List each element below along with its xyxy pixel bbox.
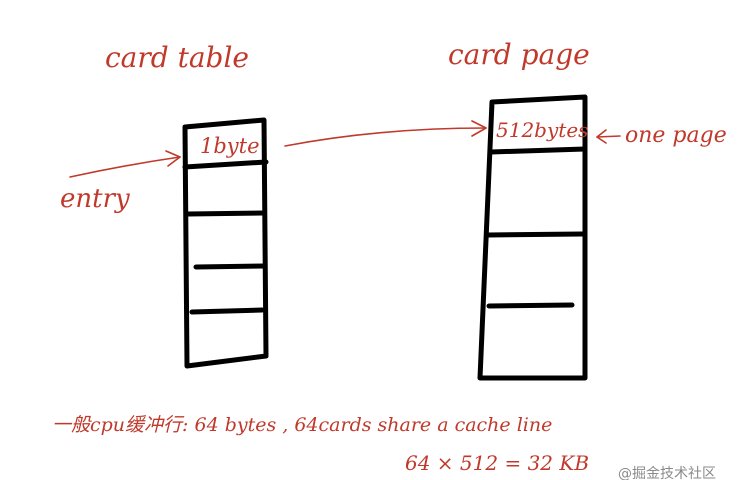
card-page-divider (488, 146, 588, 155)
entry-to-page-arrow (284, 120, 487, 147)
card-table-divider (193, 263, 268, 270)
card-table-divider (185, 210, 267, 217)
one-page-label: one page (625, 123, 727, 148)
card-page-divider (485, 231, 585, 238)
entry-label: entry (60, 184, 130, 214)
entry-arrow (69, 150, 181, 178)
card-table (182, 117, 269, 369)
watermark: @掘金技术社区 (618, 466, 716, 480)
card-table-title: card table (105, 41, 249, 74)
one-page-arrow (596, 129, 621, 144)
entry-size-label: 1byte (200, 134, 260, 158)
page-size-label: 512bytes (496, 118, 588, 142)
card-page-title: card page (448, 38, 590, 71)
card-table-divider (189, 307, 265, 315)
card-table-outline (182, 117, 269, 369)
cache-line-note: 一般cpu缓冲行: 64 bytes , 64cards share a cac… (52, 414, 552, 436)
card-table-divider (182, 159, 269, 170)
card-page-outline (477, 94, 588, 381)
calculation-note: 64 × 512 = 32 KB (405, 451, 589, 475)
card-page (477, 94, 588, 381)
card-page-divider (486, 302, 575, 309)
